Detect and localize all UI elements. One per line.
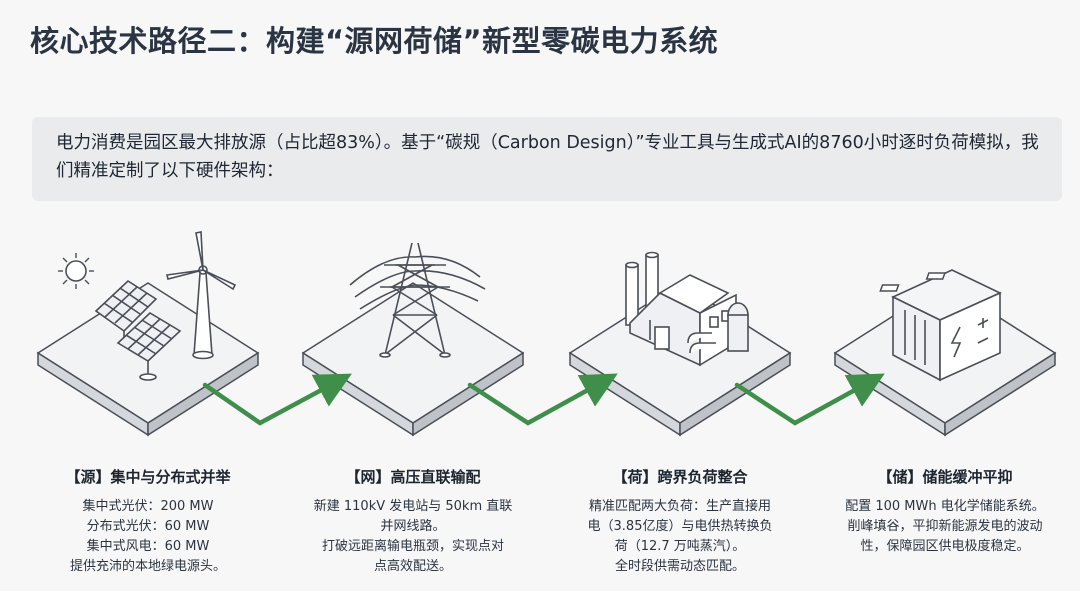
stage-heading: 【源】集中与分布式并举 [65,468,231,486]
stage-heading: 【网】高压直联输配 [345,468,481,486]
stage-line: 打破远距离输电瓶颈，实现点对 [321,539,504,554]
stage-line: 集中式光伏：200 MW [82,499,214,514]
battery-storage-icon [879,269,1002,382]
stage-line: 提供充沛的本地绿电源头。 [69,559,226,574]
stage-line: 并网线路。 [380,519,446,534]
factory-icon [625,251,749,367]
stage-storage: 【储】储能缓冲平抑 配置 100 MWh 电化学储能系统。 削峰填谷，平抑新能源… [820,466,1070,557]
stage-load: 【荷】跨界负荷整合 精准匹配两大负荷：生产直接用 电（3.85亿度）与电供热转换… [555,466,805,577]
stage-source: 【源】集中与分布式并举 集中式光伏：200 MW 分布式光伏：60 MW 集中式… [23,466,273,577]
stage-heading: 【储】储能缓冲平抑 [877,468,1013,486]
flow-arrow-2 [467,373,618,426]
stage-line: 点高效配送。 [373,559,452,574]
flow-arrows [202,373,885,426]
page-title: 核心技术路径二：构建“源网荷储”新型零碳电力系统 [30,24,719,58]
stage-line: 性，保障园区供电极度稳定。 [860,539,1030,554]
stage-line: 电（3.85亿度）与电供热转换负 [587,519,773,534]
architecture-diagram [36,231,1057,437]
solar-wind-icon [58,231,237,381]
intro-text: 电力消费是园区最大排放源（占比超83%）。基于“碳规（Carbon Design… [56,133,1039,181]
stage-line: 新建 110kV 发电站与 50km 直联 [313,499,513,514]
stage-line: 精准匹配两大负荷：生产直接用 [588,499,771,514]
stage-line: 全时段供需动态匹配。 [614,559,745,574]
flow-arrow-3 [734,373,885,426]
stage-line: 配置 100 MWh 电化学储能系统。 [845,499,1045,514]
stage-line: 削峰填谷，平抑新能源发电的波动 [847,519,1043,534]
stage-line: 集中式风电：60 MW [86,539,210,554]
platform-grid [301,282,525,437]
stage-grid: 【网】高压直联输配 新建 110kV 发电站与 50km 直联 并网线路。 打破… [288,466,538,577]
intro-panel: 电力消费是园区最大排放源（占比超83%）。基于“碳规（Carbon Design… [32,117,1062,201]
stage-heading: 【荷】跨界负荷整合 [612,468,748,486]
stage-line: 荷（12.7 万吨蒸汽）。 [614,539,746,554]
transmission-tower-icon [349,242,486,358]
stage-line: 分布式光伏：60 MW [86,519,210,534]
flow-arrow-1 [202,373,352,426]
